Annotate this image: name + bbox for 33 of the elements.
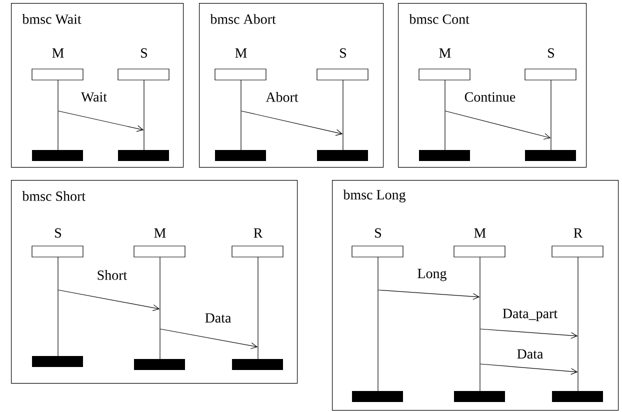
frame-title: bmsc Wait	[22, 14, 82, 24]
message-arrow	[480, 328, 578, 339]
frame-title: bmsc Short	[22, 191, 86, 201]
message-arrow	[378, 290, 480, 300]
frame-title: bmsc Cont	[409, 14, 470, 24]
message-label: Data	[516, 348, 544, 360]
instance-name: R	[574, 228, 583, 238]
message-arrow	[241, 110, 343, 136]
message-arrow	[58, 110, 144, 132]
instance-name: S	[548, 48, 554, 58]
instance-name: M	[474, 228, 486, 238]
instance-name: S	[375, 228, 382, 238]
frame-title: bmsc Abort	[210, 14, 276, 24]
message-label: Wait	[80, 91, 108, 103]
instance-name: R	[254, 228, 263, 238]
instance-name: S	[340, 48, 346, 58]
message-label: Data	[204, 312, 232, 324]
message-label: Continue	[463, 91, 517, 103]
message-label: Data_part	[501, 308, 559, 322]
instance-name: M	[154, 228, 166, 238]
instance-name: M	[439, 48, 451, 58]
frame-title: bmsc Long	[343, 190, 406, 202]
message-arrow	[160, 328, 258, 350]
message-arrow	[445, 110, 551, 140]
message-arrow	[58, 290, 160, 311]
instance-name: S	[55, 228, 62, 238]
message-arrow	[480, 364, 578, 375]
message-label: Abort	[264, 91, 300, 103]
message-label: Long	[416, 268, 448, 282]
message-label: Short	[96, 269, 128, 281]
instance-name: M	[52, 48, 64, 58]
instance-name: M	[235, 48, 247, 58]
instance-name: S	[141, 48, 148, 58]
